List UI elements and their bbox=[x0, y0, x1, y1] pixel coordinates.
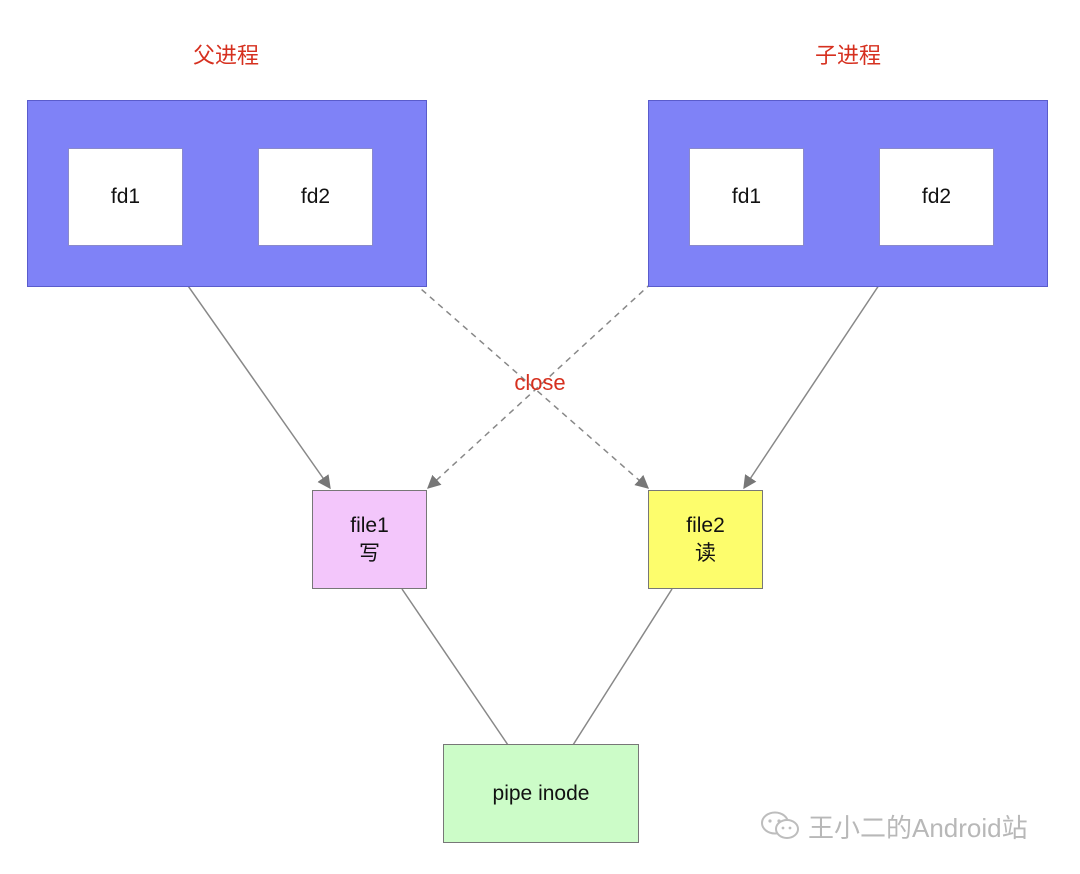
link-file2-pipe bbox=[572, 588, 673, 746]
file2-name: file2 bbox=[686, 513, 725, 537]
child-fd2-box: fd2 bbox=[879, 148, 994, 246]
watermark-text: 王小二的Android站 bbox=[808, 812, 1028, 843]
wechat-icon bbox=[761, 811, 799, 839]
file2-mode: 读 bbox=[695, 541, 716, 565]
parent-fd2-box: fd2 bbox=[258, 148, 373, 246]
close-label: close bbox=[514, 370, 566, 395]
file1-name: file1 bbox=[350, 513, 389, 537]
link-file1-pipe bbox=[401, 588, 509, 746]
file2-box: file2 读 bbox=[648, 490, 763, 589]
parent-process-title: 父进程 bbox=[192, 43, 259, 68]
child-process-title: 子进程 bbox=[814, 43, 881, 68]
watermark: 王小二的Android站 bbox=[758, 806, 1028, 846]
child-fd1-box: fd1 bbox=[689, 148, 804, 246]
file1-box: file1 写 bbox=[312, 490, 427, 589]
pipe-inode-box: pipe inode bbox=[443, 744, 639, 843]
parent-fd1-box: fd1 bbox=[68, 148, 183, 246]
file1-mode: 写 bbox=[359, 541, 380, 565]
